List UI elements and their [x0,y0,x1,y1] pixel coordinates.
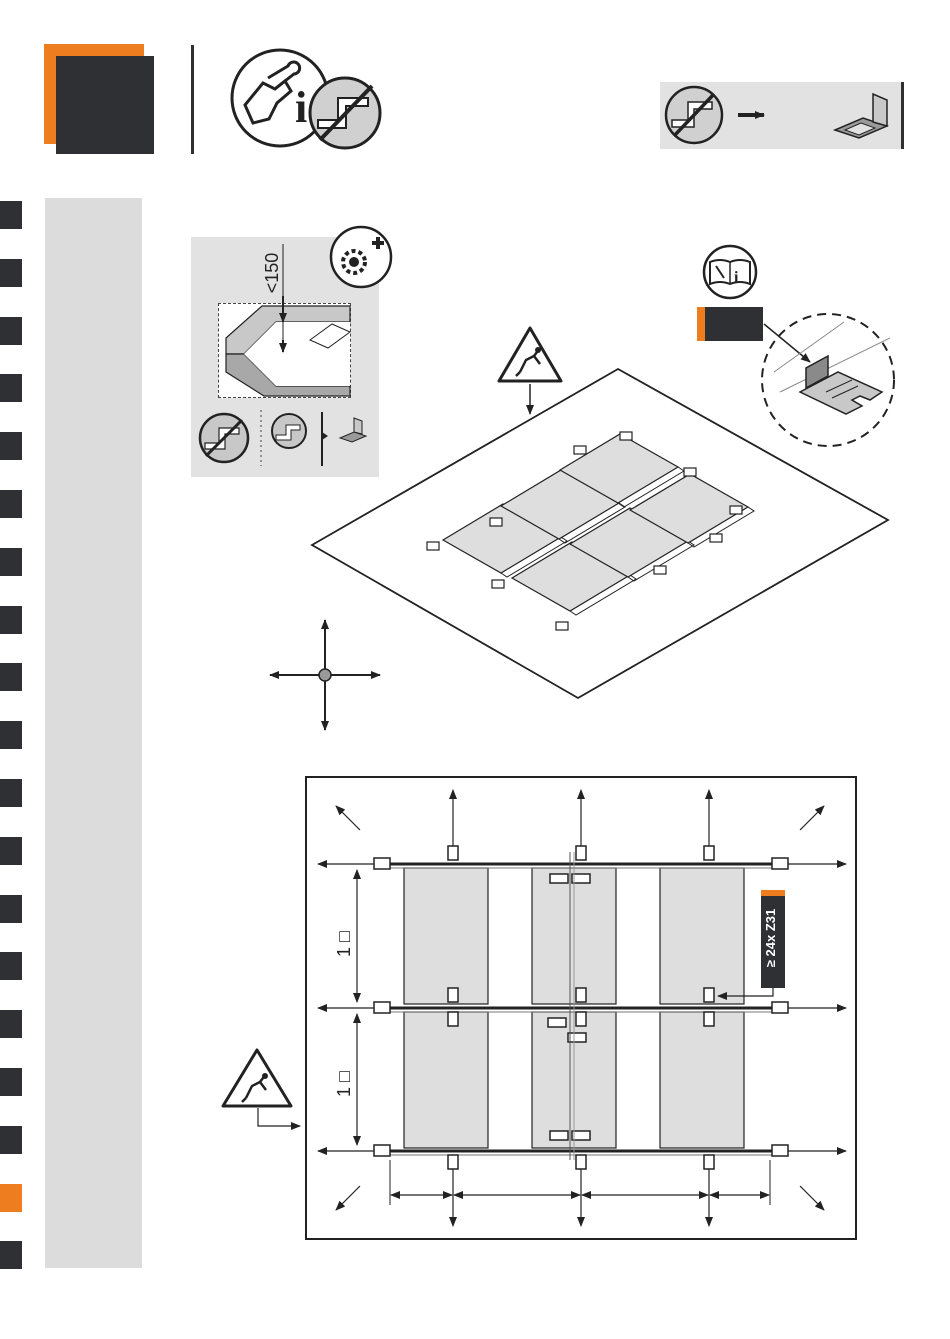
ballast-clip [772,1002,788,1013]
edge-distance-label: <150 [262,238,284,308]
gear-plus-icon [331,227,391,287]
parapet-options-row [200,410,366,466]
ballast-clip [730,506,742,514]
no-parapet-icon [310,78,380,148]
ballast-clip [572,1131,590,1140]
ballast-clip [684,468,696,476]
ballast-clip [654,566,666,574]
ballast-clip [448,1012,458,1026]
ballast-clip [710,534,722,542]
ballast-clip [568,1033,586,1042]
svg-text:i: i [295,83,307,132]
diagonal-arrow [800,1186,824,1210]
row-spacing-label: 1 □ [334,1054,358,1114]
ballast-clip [576,1012,586,1026]
fall-hazard-warning-icon-plan [223,1050,300,1126]
no-parapet-icon-small [666,87,722,143]
row-spacing-label: 1 □ [334,914,358,974]
ballast-clip [576,988,586,1002]
ballast-clip [704,1155,714,1169]
ballast-clip [550,1131,568,1140]
ballast-clip [490,518,502,526]
compass-arrows-icon [270,620,380,730]
plan-view-drawing [318,790,846,1226]
ballast-clip [374,1145,390,1156]
ballast-clip [374,1002,390,1013]
fall-hazard-warning-icon [499,328,561,414]
ballast-clip [576,1155,586,1169]
solar-module [404,1012,488,1148]
tray-detail-callout [762,314,894,446]
ballast-clip [448,846,458,860]
svg-text:i: i [734,269,739,286]
solar-module [404,868,488,1004]
ballast-clip [574,446,586,454]
ballast-clip [576,846,586,860]
ballast-clip [374,858,390,869]
ballast-tray-icon [835,94,887,138]
ballast-clip [550,874,568,883]
diagonal-arrow [800,806,824,830]
ballast-clip [492,580,504,588]
diagonal-arrow [336,806,360,830]
ballast-clip [548,1018,566,1027]
solar-module [660,1012,744,1148]
ballast-clip [704,988,714,1002]
manual-info-icon: i [704,246,756,298]
ballast-clip [572,874,590,883]
ballast-clip [772,858,788,869]
solar-module [660,868,744,1004]
ballast-clip [704,846,714,860]
ballast-clip [704,1012,714,1026]
diagonal-arrow [336,1186,360,1210]
ballast-clip [620,432,632,440]
ballast-clip [448,1155,458,1169]
ballast-clip [427,542,439,550]
ballast-clip [772,1145,788,1156]
ballast-clip [448,988,458,1002]
quantity-callout-text: ≥ 24x Z31 [763,901,783,975]
ballast-clip [556,622,568,630]
